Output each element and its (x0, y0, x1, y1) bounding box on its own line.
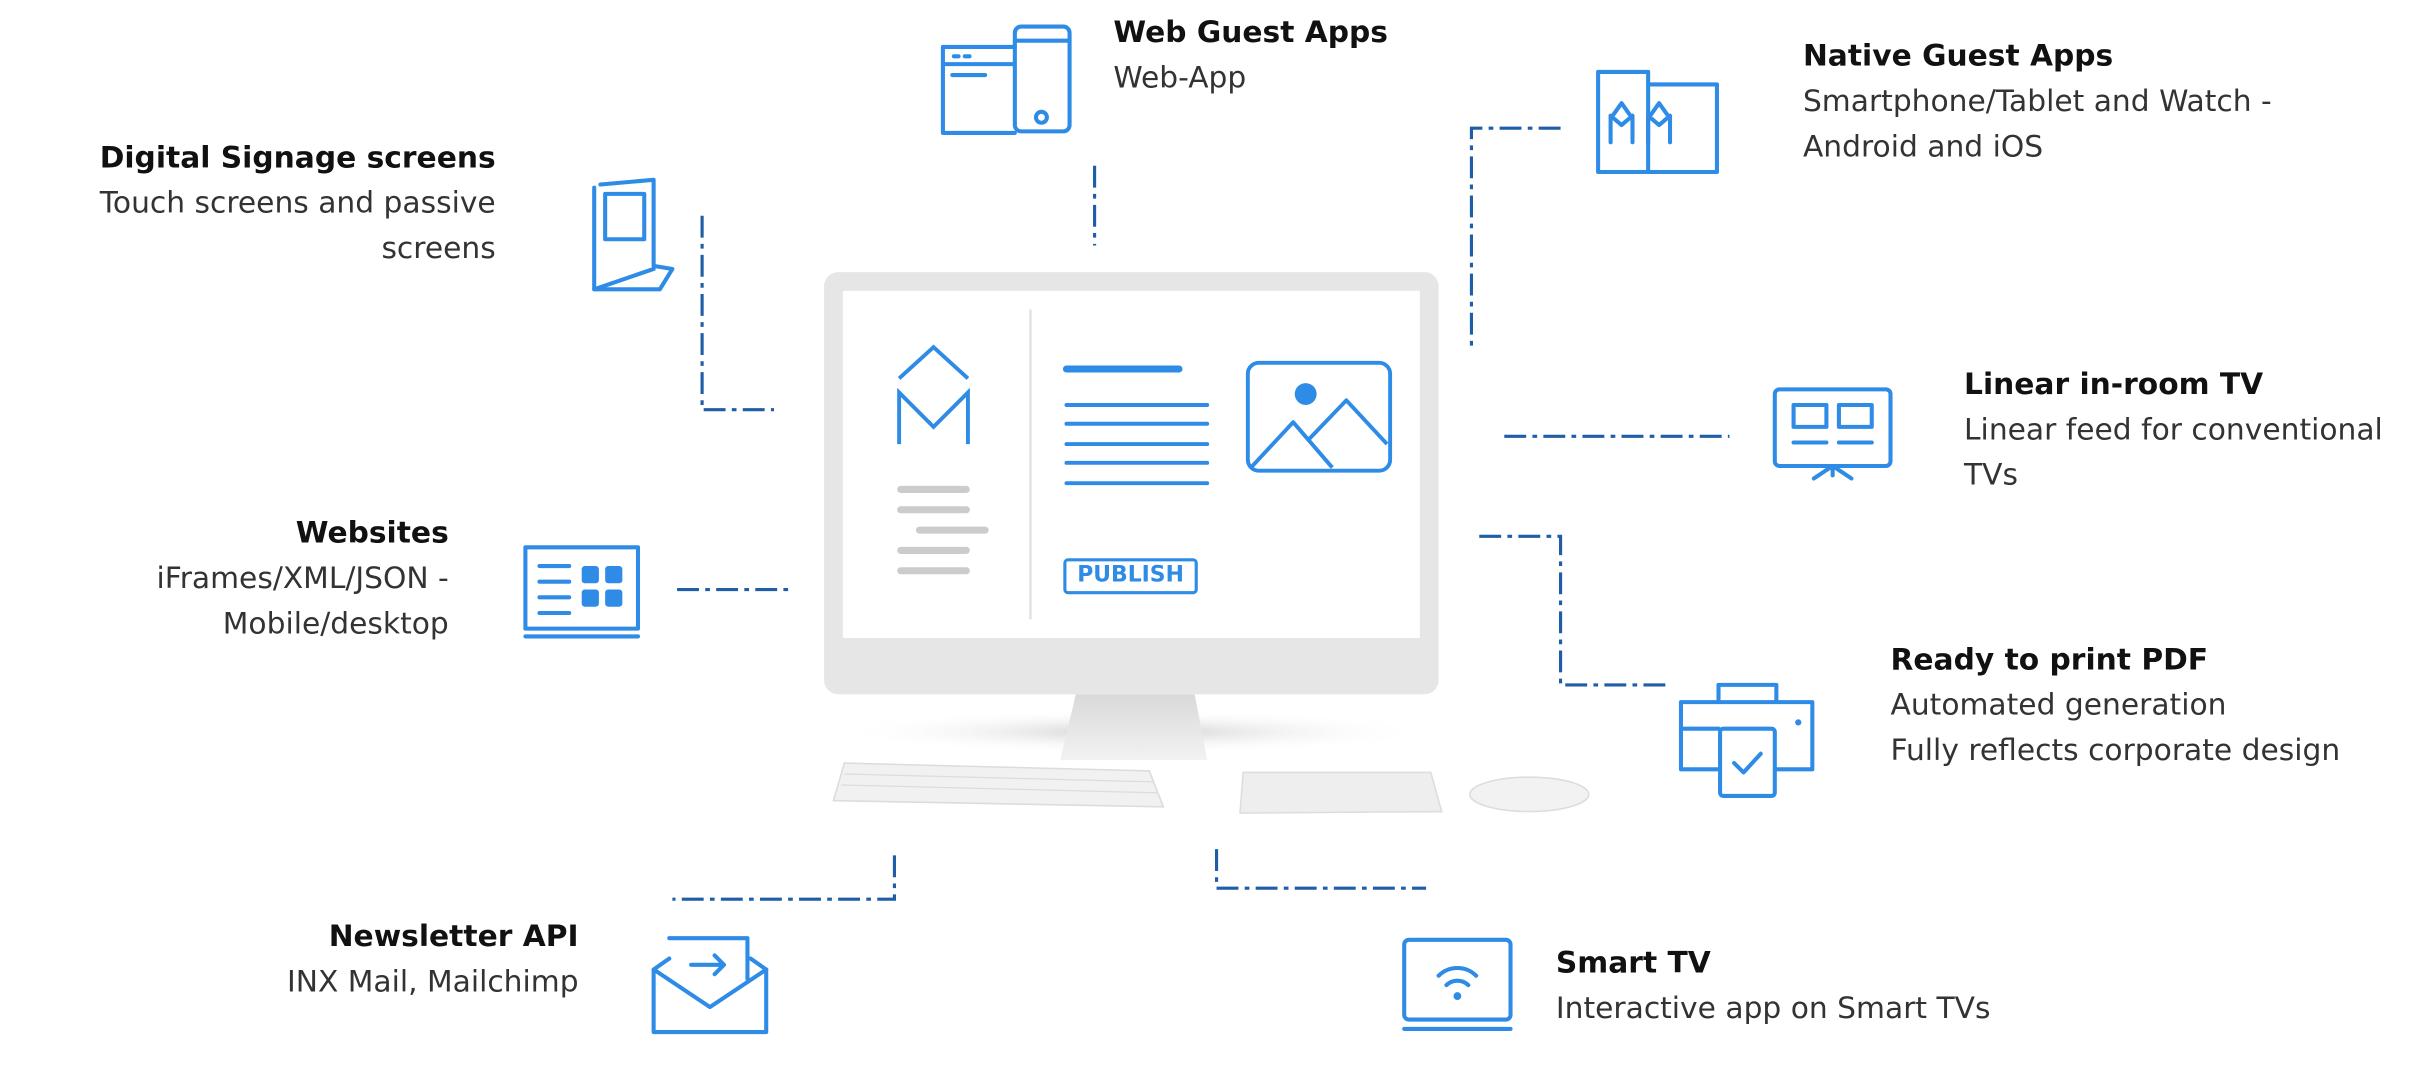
publish-button[interactable]: PUBLISH (1063, 558, 1197, 594)
print-pdf-desc-line2: Fully reflects corporate design (1891, 729, 2391, 774)
signage-screen-icon (594, 180, 672, 289)
web-guest-apps-title: Web Guest Apps (1113, 11, 1388, 56)
print-pdf-label: Ready to print PDF Automated generation … (1891, 638, 2391, 774)
envelope-arrow-icon (654, 938, 767, 1032)
digital-signage-label: Digital Signage screens Touch screens an… (63, 136, 496, 272)
connector-print (1479, 536, 1665, 685)
websites-desc: iFrames/XML/JSON - Mobile/desktop (109, 557, 448, 648)
trackpad (1240, 772, 1442, 813)
smart-tv-title: Smart TV (1556, 941, 2056, 986)
print-pdf-title: Ready to print PDF (1891, 638, 2391, 683)
printer-check-icon (1681, 685, 1812, 796)
native-guest-apps-desc: Smartphone/Tablet and Watch - Android an… (1803, 80, 2303, 171)
websites-title: Websites (109, 511, 448, 556)
digital-signage-title: Digital Signage screens (63, 136, 496, 181)
newsletter-api-desc: INX Mail, Mailchimp (235, 960, 579, 1005)
native-guest-apps-label: Native Guest Apps Smartphone/Tablet and … (1803, 34, 2303, 170)
newsletter-api-title: Newsletter API (235, 915, 579, 960)
smart-tv-label: Smart TV Interactive app on Smart TVs (1556, 941, 2056, 1032)
connector-native-apps (1471, 128, 1560, 350)
connector-newsletter (672, 855, 894, 899)
connector-signage (702, 216, 774, 410)
print-pdf-desc-line1: Automated generation (1891, 683, 2391, 728)
app-devices-icon (1598, 72, 1717, 172)
web-guest-apps-desc: Web-App (1113, 56, 1388, 101)
browser-phone-icon (943, 27, 1070, 133)
native-guest-apps-title: Native Guest Apps (1803, 34, 2303, 79)
linear-tv-title: Linear in-room TV (1964, 363, 2402, 408)
smart-tv-desc: Interactive app on Smart TVs (1556, 987, 2056, 1032)
keyboard (833, 763, 1163, 807)
web-guest-apps-label: Web Guest Apps Web-App (1113, 11, 1388, 102)
tv-layout-icon (1775, 389, 1891, 478)
mouse (1470, 777, 1589, 811)
linear-tv-desc: Linear feed for conventional TVs (1964, 408, 2402, 499)
computer-illustration (824, 272, 1589, 813)
monitor-stand (1060, 694, 1207, 760)
connector-smart-tv (1217, 849, 1427, 888)
digital-signage-desc: Touch screens and passive screens (63, 181, 496, 272)
smart-tv-wifi-icon (1404, 940, 1510, 1029)
newsletter-api-label: Newsletter API INX Mail, Mailchimp (235, 915, 579, 1006)
websites-label: Websites iFrames/XML/JSON - Mobile/deskt… (109, 511, 448, 647)
linear-tv-label: Linear in-room TV Linear feed for conven… (1964, 363, 2402, 499)
